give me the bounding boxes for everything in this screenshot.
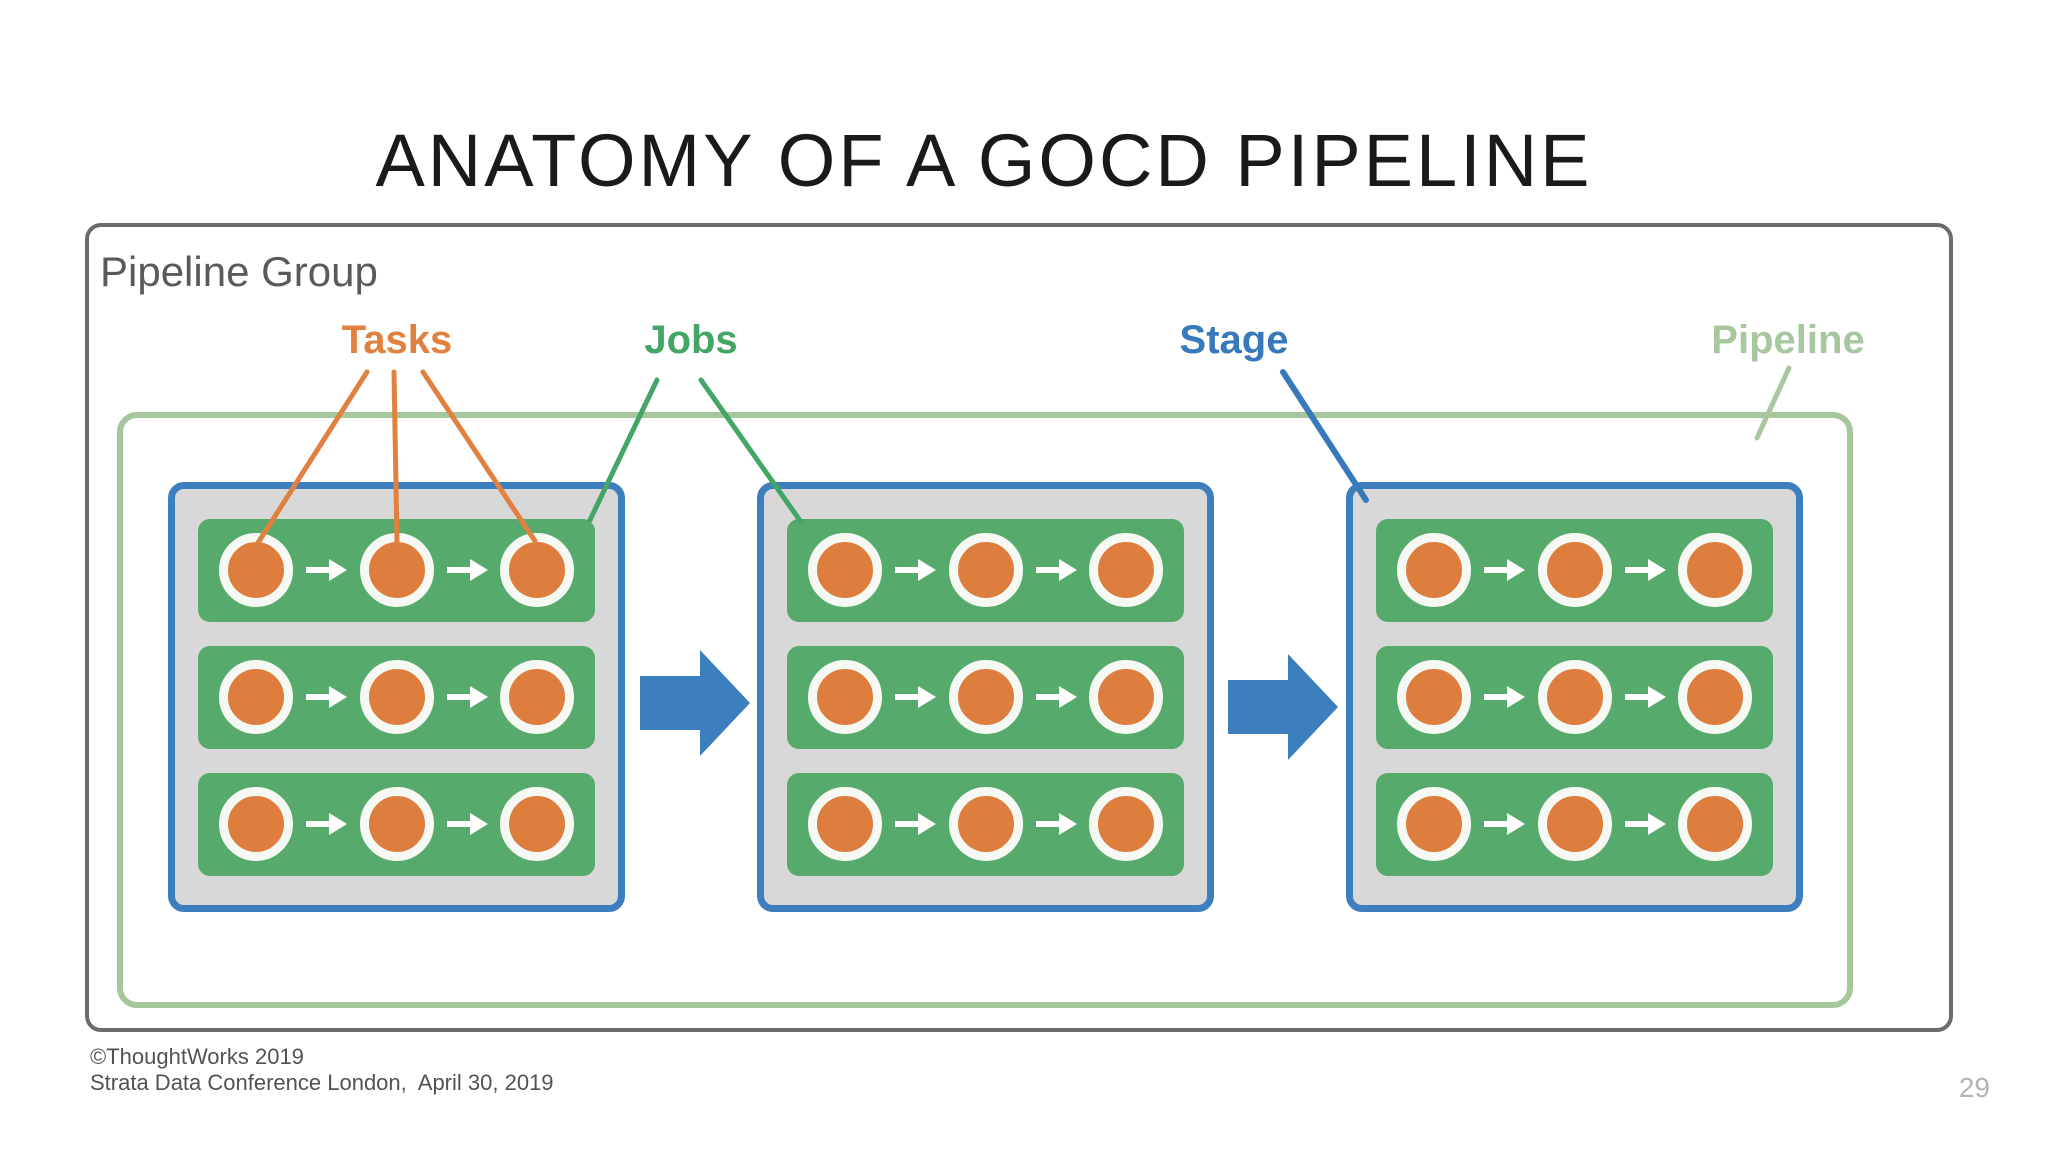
task-arrow-icon <box>1484 559 1526 581</box>
stage-box-1 <box>168 482 625 912</box>
job-row <box>787 518 1184 622</box>
job-row <box>198 645 595 749</box>
task-arrow-icon <box>446 686 488 708</box>
task-node <box>359 660 434 734</box>
task-node <box>219 660 293 734</box>
task-arrow-icon <box>1035 813 1077 835</box>
task-arrow-icon <box>1484 813 1526 835</box>
task-node <box>359 787 434 861</box>
job-row <box>1376 772 1773 876</box>
task-arrow-icon <box>446 559 488 581</box>
task-arrow-icon <box>1624 686 1666 708</box>
footer-conference: Strata Data Conference London, April 30,… <box>90 1070 554 1095</box>
task-arrow-icon <box>1484 686 1526 708</box>
task-node <box>1089 787 1163 861</box>
pipeline-group-box <box>85 223 1953 1032</box>
task-node <box>1537 660 1612 734</box>
task-node <box>219 533 293 607</box>
footer: ©ThoughtWorks 2019 Strata Data Conferenc… <box>90 1044 554 1096</box>
task-node <box>948 787 1023 861</box>
job-row <box>787 645 1184 749</box>
job-row <box>787 772 1184 876</box>
task-arrow-icon <box>895 686 937 708</box>
slide-title: ANATOMY OF A GOCD PIPELINE <box>375 119 1593 202</box>
task-arrow-icon <box>1624 813 1666 835</box>
task-arrow-icon <box>895 559 937 581</box>
task-node <box>1397 533 1471 607</box>
stage-box-2 <box>757 482 1214 912</box>
task-node <box>808 787 882 861</box>
task-node <box>1089 660 1163 734</box>
task-node <box>1537 787 1612 861</box>
task-node <box>1397 787 1471 861</box>
pipeline-group-label: Pipeline Group <box>100 248 378 295</box>
jobs-annotation-label: Jobs <box>644 318 738 362</box>
task-node <box>1537 533 1612 607</box>
task-arrow-icon <box>1035 686 1077 708</box>
footer-copyright: ©ThoughtWorks 2019 <box>90 1044 304 1069</box>
task-node <box>500 787 574 861</box>
pipeline-annotation-label: Pipeline <box>1711 318 1865 362</box>
task-arrow-icon <box>306 559 348 581</box>
task-arrow-icon <box>1624 559 1666 581</box>
task-node <box>948 660 1023 734</box>
job-row <box>198 772 595 876</box>
task-node <box>359 533 434 607</box>
stage-box-3 <box>1346 482 1803 912</box>
task-node <box>1678 787 1752 861</box>
job-row <box>1376 518 1773 622</box>
task-node <box>1678 660 1752 734</box>
task-node <box>1089 533 1163 607</box>
task-node <box>808 533 882 607</box>
task-node <box>500 660 574 734</box>
page-number: 29 <box>1958 1072 1990 1103</box>
task-node <box>1678 533 1752 607</box>
task-node <box>808 660 882 734</box>
task-node <box>500 533 574 607</box>
task-node <box>1397 660 1471 734</box>
task-node <box>219 787 293 861</box>
task-node <box>948 533 1023 607</box>
task-arrow-icon <box>446 813 488 835</box>
task-arrow-icon <box>306 813 348 835</box>
stage-annotation-label: Stage <box>1179 318 1289 362</box>
task-arrow-icon <box>1035 559 1077 581</box>
job-row <box>1376 645 1773 749</box>
task-arrow-icon <box>895 813 937 835</box>
task-arrow-icon <box>306 686 348 708</box>
job-row <box>198 518 595 622</box>
tasks-annotation-label: Tasks <box>341 318 453 362</box>
pipeline-box <box>117 412 1853 1008</box>
